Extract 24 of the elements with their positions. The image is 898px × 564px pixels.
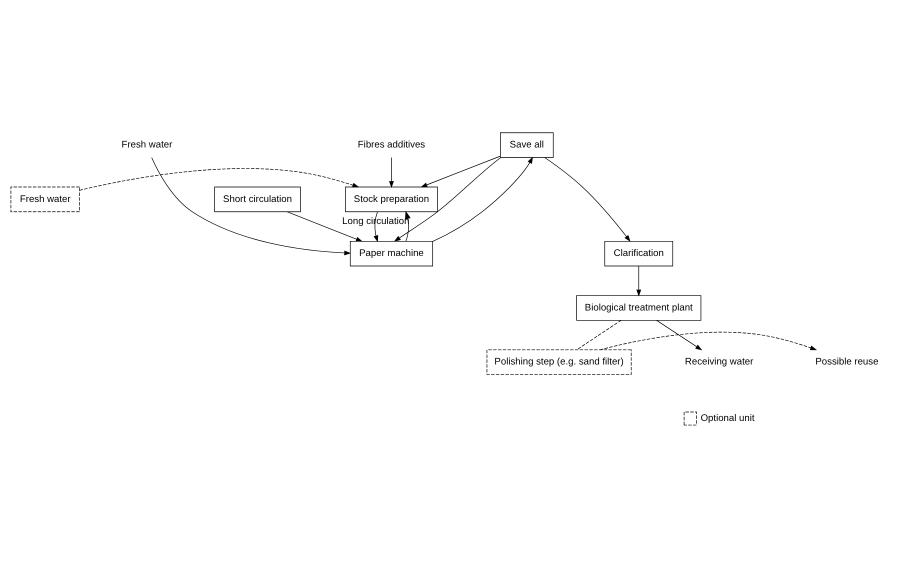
arrow: [636, 265, 642, 296]
arrow: [432, 156, 533, 242]
node-box: Polishing step (e.g. sand filter): [486, 348, 632, 374]
arrow: [286, 210, 363, 242]
arrow: [544, 156, 631, 242]
node-box: Paper machine: [350, 240, 434, 266]
node-text: Receiving water: [684, 356, 754, 368]
node-box: Fresh water: [10, 186, 80, 212]
node-text: Fresh water: [122, 139, 172, 150]
legend-label: Optional unit: [700, 412, 755, 424]
arrow: [600, 331, 818, 350]
connector: [576, 320, 622, 350]
node-box: Clarification: [604, 240, 674, 266]
node-text: Possible reuse: [815, 356, 878, 368]
node-box: Short circulation: [214, 186, 301, 212]
node-box: Save all: [500, 132, 554, 158]
arrow: [79, 168, 360, 190]
node-box: Stock preparation: [345, 186, 438, 212]
node-box: Biological treatment plant: [576, 294, 702, 320]
arrow: [420, 155, 500, 187]
arrow: [656, 320, 702, 350]
node-text: Fibres additives: [358, 139, 426, 150]
arrow: [389, 156, 394, 188]
arrow: [151, 156, 352, 255]
